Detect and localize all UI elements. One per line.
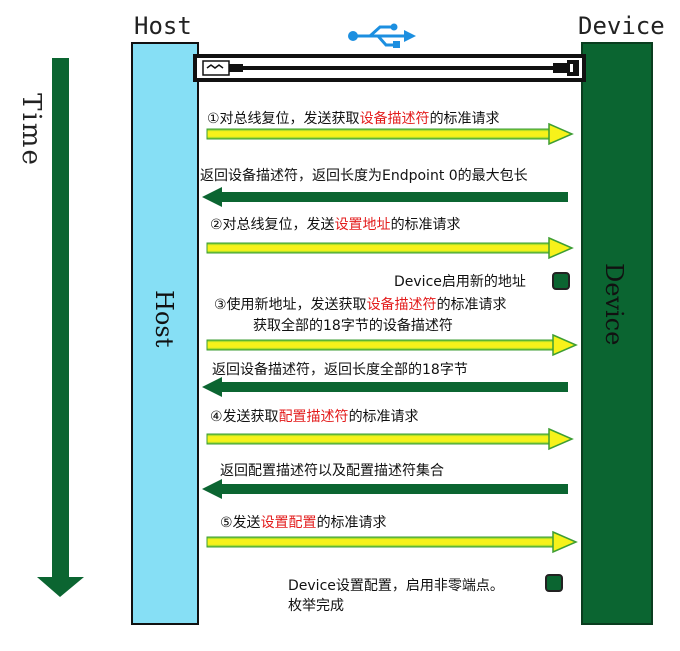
step-4-text: ④发送获取配置描述符的标准请求: [210, 409, 419, 425]
request-arrow: [206, 236, 574, 260]
step-5-text: ⑤发送设置配置的标准请求: [220, 515, 387, 531]
step-3-subtext: 获取全部的18字节的设备描述符: [253, 318, 453, 334]
usb-icon: [348, 23, 416, 48]
device-status-2-subtext: 枚举完成: [288, 598, 344, 614]
step-3-text: ③使用新地址，发送获取设备描述符的标准请求: [214, 297, 507, 313]
usb-cable-icon: [193, 54, 586, 82]
step-2-text: ②对总线复位，发送设置地址的标准请求: [210, 217, 461, 233]
device-status-indicator: [552, 272, 570, 290]
response-2-text: 返回设备描述符，返回长度全部的18字节: [212, 362, 468, 378]
request-arrow: [206, 333, 578, 357]
request-arrow: [206, 530, 578, 554]
response-arrow: [202, 377, 568, 397]
device-status-indicator: [545, 574, 563, 592]
response-3-text: 返回配置描述符以及配置描述符集合: [220, 463, 444, 479]
device-column: [581, 42, 653, 625]
host-column: [131, 42, 199, 625]
request-arrow: [206, 427, 574, 451]
response-arrow: [202, 187, 568, 207]
device-title: Device: [578, 12, 665, 40]
device-vertical-label: Device: [600, 263, 628, 346]
step-1-text: ①对总线复位，发送获取设备描述符的标准请求: [207, 111, 500, 127]
device-status-2-text: Device设置配置，启用非零端点。: [288, 578, 504, 594]
response-arrow: [202, 479, 568, 499]
host-title: Host: [134, 12, 192, 40]
host-vertical-label: Host: [150, 290, 178, 348]
request-arrow: [206, 122, 574, 146]
response-1-text: 返回设备描述符，返回长度为Endpoint 0的最大包长: [200, 168, 528, 184]
device-status-1-text: Device启用新的地址: [394, 274, 526, 290]
time-arrow: [37, 58, 84, 597]
